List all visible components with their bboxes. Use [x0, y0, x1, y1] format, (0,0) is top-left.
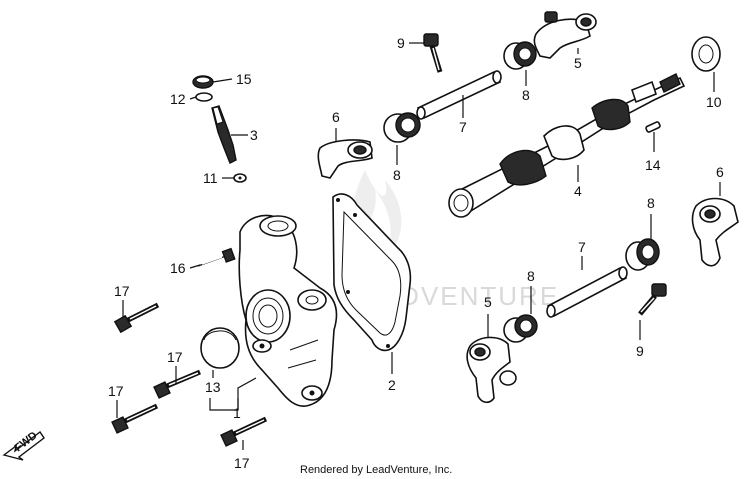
fwd-indicator: FWD [2, 429, 45, 461]
callout-9-upper: 9 [397, 35, 405, 51]
fwd-arrow-icon [2, 430, 45, 461]
footer-credit: Rendered by LeadVenture, Inc. [300, 464, 452, 476]
part-16-bolt[interactable] [197, 247, 236, 267]
callout-8-upper-right: 8 [522, 87, 530, 103]
part-8-spring-lower-right[interactable] [625, 238, 660, 271]
callout-5-lower: 5 [484, 294, 492, 310]
callout-7-upper: 7 [459, 119, 467, 135]
callout-1: 1 [233, 405, 241, 421]
part-8-spring-upper-right[interactable] [503, 41, 537, 70]
part-2-gasket[interactable] [332, 193, 412, 352]
part-11-clip[interactable] [233, 173, 247, 183]
part-7-shaft-upper[interactable] [416, 70, 502, 120]
leader-lines [116, 42, 721, 450]
callout-16: 16 [170, 260, 186, 276]
callout-17-d: 17 [234, 455, 250, 471]
callout-labels: 1 2 3 4 5 5 6 6 7 7 8 8 8 8 9 9 10 11 12… [108, 35, 724, 471]
callout-6-upper: 6 [332, 109, 340, 125]
part-8-spring-lower-middle[interactable] [503, 314, 538, 343]
part-17-bolt-b[interactable] [153, 369, 201, 399]
callout-10: 10 [706, 94, 722, 110]
callout-17-a: 17 [114, 283, 130, 299]
callout-9-lower: 9 [636, 343, 644, 359]
callout-8-lower-middle: 8 [527, 268, 535, 284]
part-4-camshaft[interactable] [448, 73, 686, 218]
callout-2: 2 [388, 377, 396, 393]
part-1-housing[interactable] [238, 214, 338, 407]
part-17-bolt-d[interactable] [220, 416, 268, 447]
callout-11: 11 [203, 170, 218, 186]
callout-8-upper-left: 8 [393, 167, 401, 183]
part-17-bolt-a[interactable] [113, 302, 160, 334]
callout-12: 12 [170, 91, 186, 107]
part-12-washer[interactable] [195, 92, 213, 102]
callout-5-upper: 5 [574, 55, 582, 71]
callout-15: 15 [236, 71, 252, 87]
part-14-key[interactable] [645, 121, 661, 133]
callout-7-lower: 7 [578, 239, 586, 255]
callout-4: 4 [574, 183, 582, 199]
part-9-bolt-lower[interactable] [638, 283, 667, 316]
part-10-seal[interactable] [691, 36, 721, 72]
part-7-shaft-lower[interactable] [546, 266, 628, 318]
callout-6-right: 6 [716, 164, 724, 180]
part-8-spring-upper-left[interactable] [383, 112, 421, 143]
part-13-plug[interactable] [200, 327, 240, 369]
callout-3: 3 [250, 127, 258, 143]
part-15-cap[interactable] [192, 75, 214, 89]
part-3-shaft[interactable] [211, 105, 237, 164]
callout-8-lower-right: 8 [647, 195, 655, 211]
part-6-rocker-arm-right[interactable] [691, 197, 739, 267]
part-5-rocker-arm-lower[interactable] [466, 336, 517, 404]
callout-17-b: 17 [167, 349, 183, 365]
part-9-bolt-upper[interactable] [423, 33, 443, 73]
part-17-bolt-c[interactable] [111, 403, 159, 434]
part-5-rocker-arm-upper[interactable] [533, 11, 597, 59]
callout-17-c: 17 [108, 383, 124, 399]
callout-13: 13 [205, 379, 221, 395]
part-6-rocker-arm-upper[interactable] [317, 139, 373, 179]
callout-14: 14 [645, 157, 661, 173]
